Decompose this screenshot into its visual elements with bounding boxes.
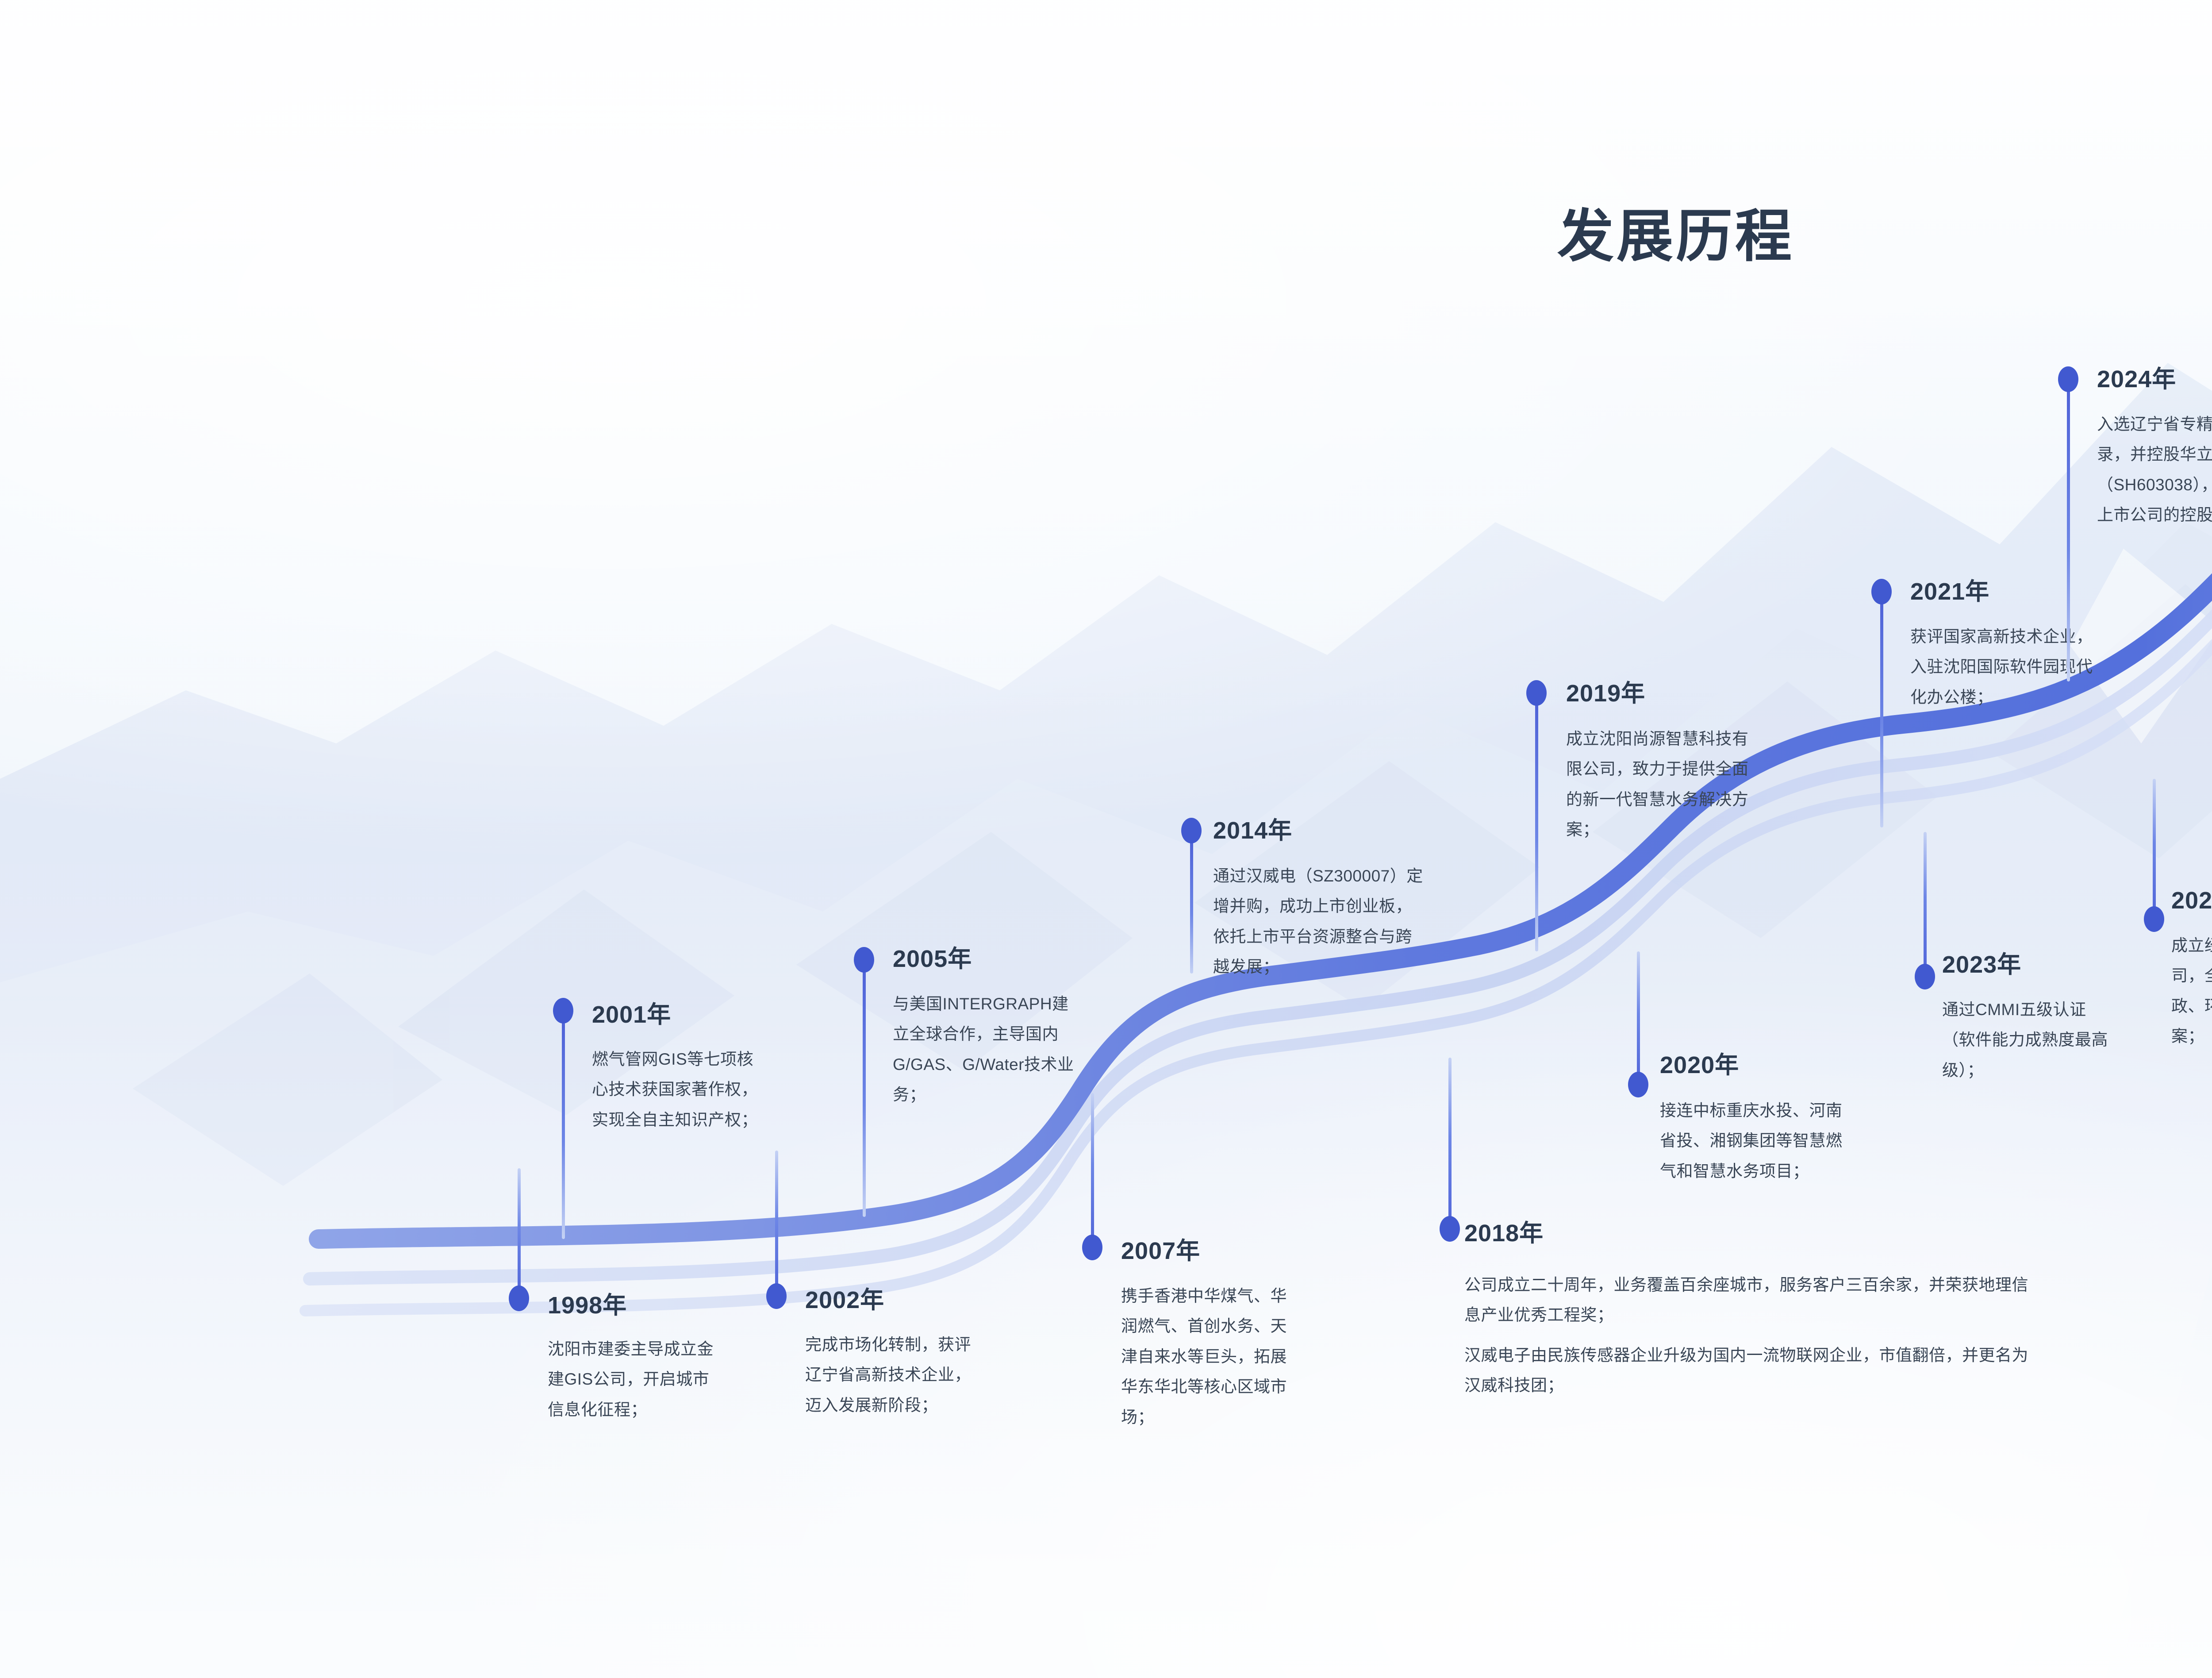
timeline-year: 2019年: [1566, 680, 1646, 707]
timeline-year: 2025年: [2171, 887, 2212, 914]
timeline-dot[interactable]: [1871, 579, 1892, 604]
timeline-year: 2005年: [893, 946, 972, 972]
timeline-dot[interactable]: [1526, 680, 1547, 706]
connector-stem: [1448, 1058, 1452, 1235]
timeline-dot[interactable]: [553, 998, 573, 1024]
timeline-dot[interactable]: [1181, 818, 1202, 843]
timeline-dot[interactable]: [1628, 1072, 1648, 1097]
timeline-description: 通过汉威电（SZ300007）定增并购，成功上市创业板，依托上市平台资源整合与跨…: [1213, 867, 1423, 976]
connector-stem: [863, 969, 866, 1217]
timeline-description: 接连中标重庆水投、河南省投、湘钢集团等智慧燃气和智慧水务项目；: [1660, 1101, 1843, 1180]
timeline-dot[interactable]: [509, 1285, 529, 1311]
connector-stem: [1190, 841, 1193, 974]
timeline-dot[interactable]: [2058, 366, 2078, 392]
connector-stem: [1535, 704, 1538, 951]
timeline-year: 2024年: [2097, 366, 2177, 393]
connector-stem: [1924, 832, 1927, 978]
timeline-dot[interactable]: [1440, 1216, 1460, 1242]
timeline-dot[interactable]: [766, 1283, 787, 1309]
timeline-year: 2021年: [1910, 578, 1990, 605]
timeline-dot[interactable]: [1082, 1235, 1102, 1260]
timeline-year: 2020年: [1660, 1052, 1740, 1078]
timeline-description: 携手香港中华煤气、华润燃气、首创水务、天津自来水等巨头，拓展华东华北等核心区域市…: [1121, 1287, 1287, 1426]
timeline-description: 获评国家高新技术企业，入驻沈阳国际软件园现代化办公楼；: [1910, 627, 2093, 706]
timeline-dot[interactable]: [2144, 906, 2164, 932]
timeline-description: 公司成立二十周年，业务覆盖百余座城市，服务客户三百余家，并荣获地理信息产业优秀工…: [1464, 1276, 2028, 1395]
timeline-description: 成立沈阳尚源智慧科技有限公司，致力于提供全面的新一代智慧水务解决方案；: [1566, 730, 1749, 839]
timeline-description: 通过CMMI五级认证（软件能力成熟度最高级）；: [1942, 1001, 2108, 1079]
connector-stem: [775, 1151, 778, 1301]
connector-stem: [2153, 779, 2156, 920]
timeline-description: 沈阳市建委主导成立金建GIS公司，开启城市信息化征程；: [548, 1340, 714, 1419]
timeline-dot[interactable]: [854, 947, 874, 973]
page-title: 发展历程: [1557, 205, 1795, 268]
timeline-year: 2023年: [1942, 951, 2022, 978]
timeline-description: 入选辽宁省专精特新企业名录，并控股华立股份（SH603038），成为主板上市公司…: [2097, 415, 2212, 524]
timeline-description: 燃气管网GIS等七项核心技术获国家著作权，实现全自主知识产权；: [592, 1050, 758, 1129]
connector-stem: [1880, 602, 1883, 827]
connector-stem: [2067, 389, 2070, 681]
timeline-description: 成立经纬时空数字科技有限公司，全面升级AI时代下的市政、环保、水利等全新解决方案…: [2171, 936, 2212, 1046]
timeline-year: 2007年: [1121, 1238, 1201, 1264]
timeline-year: 2014年: [1213, 817, 1293, 844]
connector-stem: [518, 1168, 521, 1301]
connector-stem: [562, 1022, 565, 1239]
timeline-dot[interactable]: [1915, 964, 1935, 989]
timeline-description: 与美国INTERGRAPH建立全球合作，主导国内G/GAS、G/Water技术业…: [893, 995, 1074, 1104]
timeline-year: 1998年: [548, 1292, 627, 1319]
timeline-year: 2018年: [1464, 1220, 1544, 1247]
timeline-description: 完成市场化转制，获评辽宁省高新技术企业，迈入发展新阶段；: [805, 1335, 971, 1414]
connector-stem: [1091, 1093, 1094, 1252]
timeline-year: 2002年: [805, 1287, 885, 1313]
connector-stem: [1637, 951, 1640, 1089]
timeline-year: 2001年: [592, 1001, 672, 1028]
